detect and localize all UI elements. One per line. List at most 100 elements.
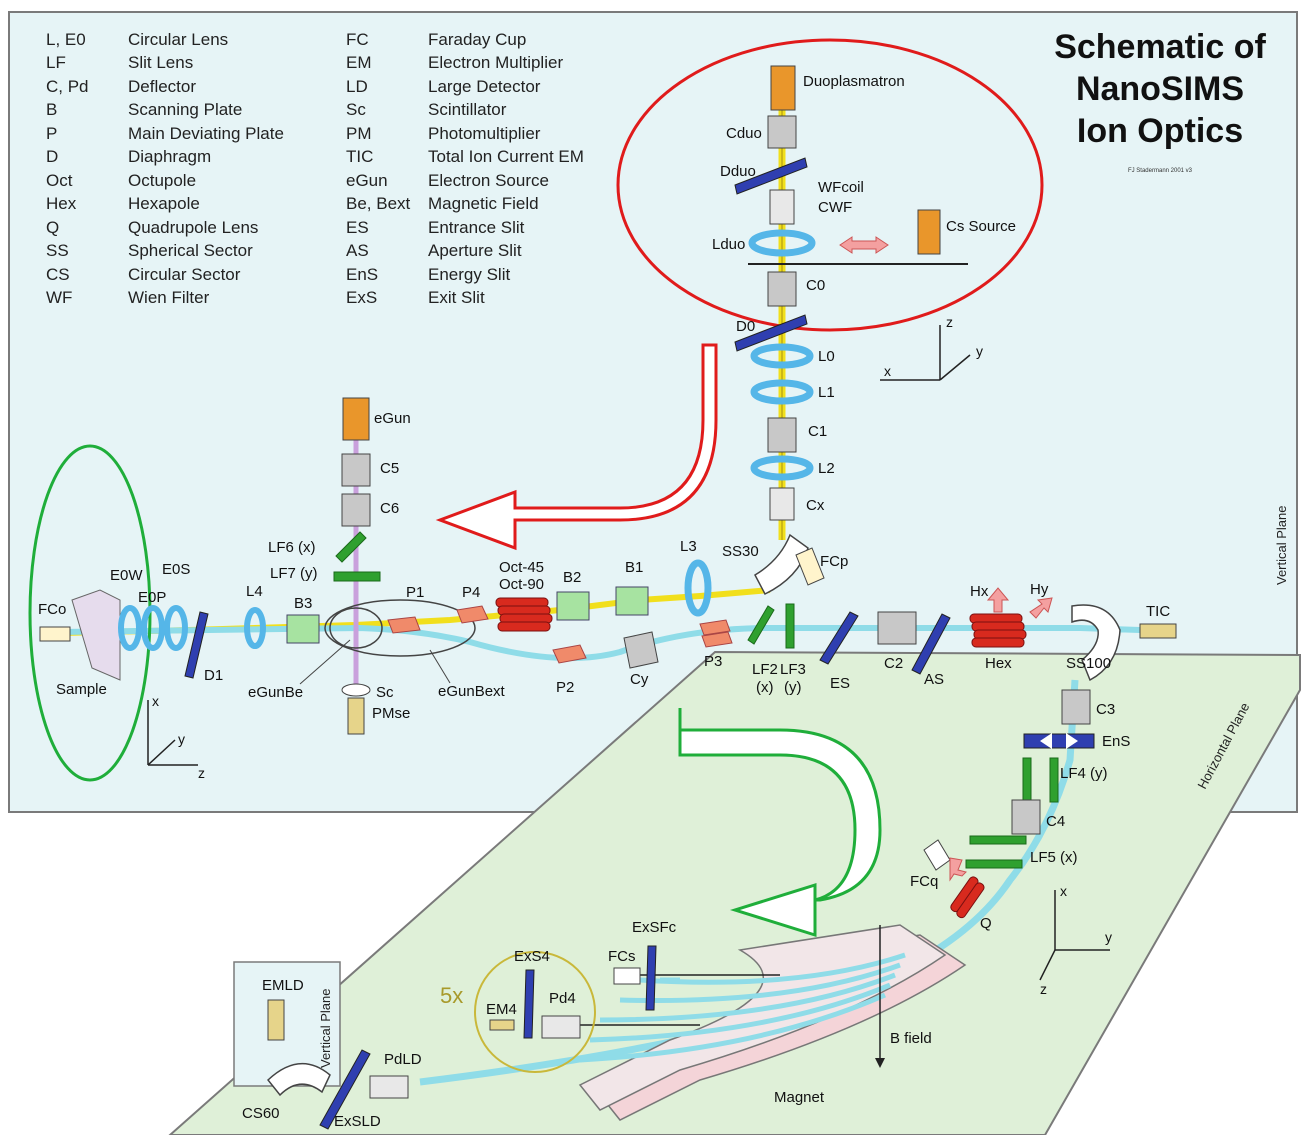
slit-lens-lf5 [969,835,1027,845]
axes-sample [147,700,198,766]
switch-arrow-icon [839,236,889,254]
large-detector-emld [267,999,285,1041]
lf6-label: LF6 (x) [268,539,316,556]
diaphragm-d0 [734,314,808,352]
c6-label: C6 [380,500,399,517]
lens-l3 [684,559,712,617]
title-line: NanoSIMS [1076,70,1244,108]
as-label: AS [924,671,944,688]
cs-source-icon [917,209,941,255]
hx-arrow-icon [986,587,1010,613]
egunbe-leader [299,639,351,685]
oct45-label: Oct-45 [499,559,544,576]
legend-desc: Exit Slit [428,288,485,307]
legend-abbr: PM [346,124,372,143]
legend-abbr: LF [46,53,66,72]
quadrupole-q [950,876,985,919]
primary-source-highlight [616,38,1044,332]
legend-abbr: Sc [346,100,366,119]
legend-desc: Photomultiplier [428,124,541,143]
legend-abbr: EnS [346,265,378,284]
egunbext-leader [429,649,451,684]
cduo-label: Cduo [726,125,762,142]
fcq-label: FCq [910,873,938,890]
lens-e0s [164,605,188,651]
pd4-label: Pd4 [549,990,576,1007]
magnification-label: 5x [440,983,463,1008]
legend-abbr: P [46,124,57,143]
lens-l0 [750,343,814,369]
ens-arrow-icon [1066,733,1078,749]
deflector-c0 [767,271,797,307]
fco-label: FCo [38,601,66,618]
deflector-pd4 [541,1015,581,1039]
legend-abbr: EM [346,53,372,72]
c2-label: C2 [884,655,903,672]
lf3y-label: (y) [784,679,802,696]
slit-lens-lf7 [333,571,381,582]
legend-desc: Deflector [128,77,196,96]
slit-lens-lf2 [747,605,775,645]
hy-arrow-icon [1029,597,1053,619]
diaphragm-d1 [184,611,209,679]
scintillator-sc [341,683,371,697]
cs-source-label: Cs Source [946,218,1016,235]
cy-label: Cy [630,671,649,688]
exit-slit-exsfc [645,945,657,1011]
l2-label: L2 [818,460,835,477]
pmse-label: PMse [372,705,410,722]
faraday-cup-fcp [795,547,825,586]
ens-arrow-icon [1040,733,1052,749]
l0-label: L0 [818,348,835,365]
e0p-label: E0P [138,589,166,606]
d0-label: D0 [736,318,755,335]
scan-plate-b1 [615,586,649,616]
vertical-plane-label: Vertical Plane [1274,506,1289,586]
legend-abbr: TIC [346,147,373,166]
c5-label: C5 [380,460,399,477]
legend-desc: Diaphragm [128,147,211,166]
ens-label: EnS [1102,733,1130,750]
d1-label: D1 [204,667,223,684]
legend-desc: Electron Source [428,171,549,190]
slit-lens-lf4-b [1049,757,1059,803]
hx-label: Hx [970,583,989,600]
deflector-cx [769,487,795,521]
bfield-arrowhead [875,1058,885,1068]
c3-label: C3 [1096,701,1115,718]
axes-horizontal [1039,890,1110,981]
faraday-cup-fco [39,626,71,642]
legend-desc: Scintillator [428,100,507,119]
b1-label: B1 [625,559,643,576]
axis-y-label: y [178,731,185,747]
plate-p3 [699,619,731,636]
faraday-cup-fcs [613,967,641,985]
legend-desc: Energy Slit [428,265,510,284]
axis-y-label: y [976,343,983,359]
duoplasmatron-label: Duoplasmatron [803,73,905,90]
bfield-label: B field [890,1030,932,1047]
axis-z-label: z [946,314,953,330]
axis-y-label: y [1105,929,1112,945]
p2-label: P2 [556,679,574,696]
legend-desc: Spherical Sector [128,241,253,260]
author-credit: FJ Stadermann 2001 v3 [1128,168,1193,174]
legend-desc: Main Deviating Plate [128,124,284,143]
exit-slit-exs4 [523,969,535,1039]
sc-label: Sc [376,684,394,701]
cx-label: Cx [806,497,825,514]
emld-label: EMLD [262,977,304,994]
hy-label: Hy [1030,581,1049,598]
pdld-label: PdLD [384,1051,422,1068]
legend-desc: Hexapole [128,194,200,213]
lf7-label: LF7 (y) [270,565,318,582]
mass-beams [579,952,906,1063]
legend-abbr: AS [346,241,369,260]
slit-lens-lf4 [1022,757,1032,803]
title-line: Schematic of [1054,28,1266,66]
e0s-label: E0S [162,561,190,578]
dduo-label: Dduo [720,163,756,180]
